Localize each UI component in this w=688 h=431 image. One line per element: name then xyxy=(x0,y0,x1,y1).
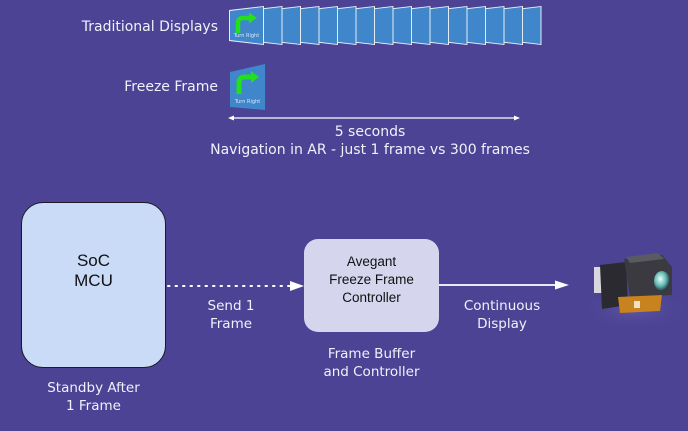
controller-caption-line1: Frame Buffer xyxy=(327,346,416,362)
send-label-line2: Frame xyxy=(209,316,253,332)
frame-caption: Turn Right xyxy=(233,33,260,39)
controller-line1: Avegant xyxy=(346,253,397,269)
frame-face: Turn Right xyxy=(230,7,263,44)
freeze-frame-controller-box: Avegant Freeze Frame Controller xyxy=(304,239,439,332)
output-label-line2: Display xyxy=(477,316,527,332)
display-module-icon xyxy=(580,253,688,327)
navigation-caption: Navigation in AR - just 1 frame vs 300 f… xyxy=(210,142,530,158)
controller-caption-line2: and Controller xyxy=(323,364,420,380)
soc-caption-line2: 1 Frame xyxy=(66,398,121,414)
freeze-frame-label: Freeze Frame xyxy=(124,79,218,95)
turn-right-arrow-icon xyxy=(230,7,263,44)
output-label-line1: Continuous xyxy=(463,298,541,314)
send-frame-dotted-arrow xyxy=(167,281,304,291)
turn-right-arrow-icon xyxy=(230,64,265,110)
turn-right-frame: Turn Right xyxy=(230,64,265,110)
soc-mcu-box: SoC MCU xyxy=(21,202,166,368)
mcu-label: MCU xyxy=(74,271,113,290)
soc-caption-line1: Standby After xyxy=(47,380,140,396)
duration-arrow xyxy=(228,115,520,121)
frame-caption: Turn Right xyxy=(234,99,261,105)
send-frame-label: Send 1 Frame xyxy=(186,297,276,333)
controller-line2: Freeze Frame xyxy=(329,271,414,287)
send-label-line1: Send 1 xyxy=(207,298,255,314)
continuous-display-label: Continuous Display xyxy=(452,297,552,333)
duration-label: 5 seconds xyxy=(334,124,406,140)
soc-label: SoC xyxy=(76,251,111,270)
controller-caption: Frame Buffer and Controller xyxy=(300,345,443,381)
continuous-display-arrow xyxy=(439,280,569,290)
traditional-displays-label: Traditional Displays xyxy=(81,19,218,35)
freeze-frame-thumbnail: Turn Right xyxy=(230,64,265,110)
soc-caption: Standby After 1 Frame xyxy=(21,379,166,415)
controller-line3: Controller xyxy=(342,289,401,305)
